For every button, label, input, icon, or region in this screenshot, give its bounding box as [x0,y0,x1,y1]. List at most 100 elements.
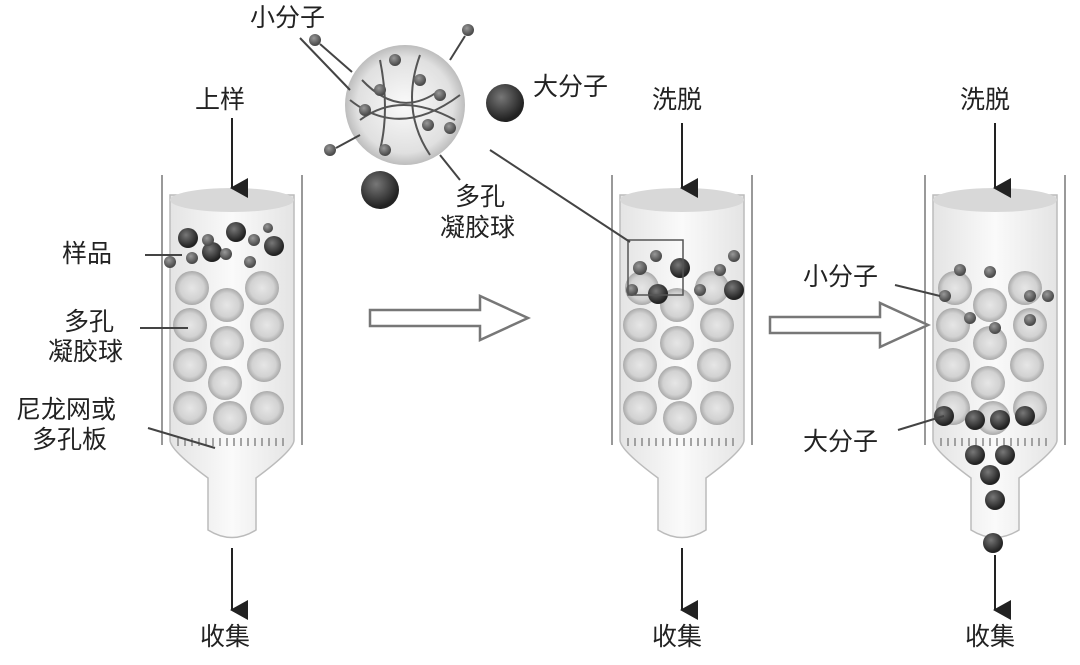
leader-line [147,427,216,449]
gel-bead [623,391,657,425]
gel-bead [971,366,1005,400]
small-molecule [444,122,456,134]
large-molecule [361,171,399,209]
gel-bead [623,348,657,382]
leader-line [894,284,941,297]
gel-bead [700,308,734,342]
small-molecule [1042,290,1054,302]
small-molecule [220,248,232,260]
large-molecule [965,445,985,465]
large-molecule [486,84,524,122]
process-arrow-2 [768,301,932,349]
gel-fiber [411,54,431,156]
small-molecule [694,284,706,296]
leader-line [489,149,631,243]
small-molecule [954,264,966,276]
small-molecule [728,250,740,262]
inset-large-molecule-label: 大分子 [533,72,608,101]
leader-line [319,43,353,73]
gel-bead [210,288,244,322]
gel-bead [697,348,731,382]
col3-large-molecule-label: 大分子 [803,427,878,456]
large-molecule [985,490,1005,510]
large-molecule [980,465,1000,485]
sample-label: 样品 [62,239,112,268]
inset-gel-label-l1: 多孔 [455,182,505,211]
gel-fiber [379,59,386,151]
small-molecule [422,119,434,131]
gel-bead [208,366,242,400]
small-molecule [939,290,951,302]
column-1 [161,175,303,539]
small-molecule [989,322,1001,334]
small-molecule [984,266,996,278]
large-molecule [983,533,1003,553]
small-molecule [389,54,401,66]
liquid-surface [933,188,1057,212]
gel-bead [173,391,207,425]
large-molecule [648,284,668,304]
small-molecule [650,250,662,262]
gel-bead [936,308,970,342]
liquid-surface [170,188,294,212]
small-molecule [414,74,426,86]
leader-line [335,134,361,149]
small-molecule [964,312,976,324]
large-molecule [1015,406,1035,426]
process-arrow-1 [368,294,532,342]
large-molecule [178,228,198,248]
large-molecule [995,445,1015,465]
large-molecule [990,410,1010,430]
column-2 [611,175,753,539]
gel-bead [973,288,1007,322]
leader-line [299,37,351,91]
small-molecule [164,256,176,268]
column-3 [924,175,1066,553]
mesh-label-l2: 多孔板 [32,425,107,454]
gel-bead [1010,348,1044,382]
gel-bead [210,326,244,360]
large-molecule [670,258,690,278]
gel-bead [1008,271,1042,305]
gel-bead [173,348,207,382]
gel-bead-label-l1: 多孔 [64,307,114,336]
gel-bead [245,271,279,305]
leader-line [897,415,945,431]
gel-bead [175,271,209,305]
small-molecule [434,89,446,101]
small-molecule [379,144,391,156]
gel-bead [250,391,284,425]
small-molecule [462,24,474,36]
mesh-label-l1: 尼龙网或 [16,395,116,424]
gel-bead [623,308,657,342]
gel-bead [250,308,284,342]
small-molecule [248,234,260,246]
gel-bead [663,401,697,435]
large-molecule [226,222,246,242]
large-molecule [264,236,284,256]
load-label: 上样 [195,85,245,114]
collect-label-2: 收集 [652,622,702,651]
liquid-surface [620,188,744,212]
large-molecule [724,280,744,300]
zoom-box [627,239,684,296]
elute-label-2: 洗脱 [960,85,1010,114]
gel-bead [936,348,970,382]
large-molecule [965,410,985,430]
small-molecule [186,252,198,264]
gel-bead [658,366,692,400]
gel-bead [695,271,729,305]
gel-bead [213,401,247,435]
gel-bead-inset [309,24,524,209]
small-molecule [263,223,273,233]
gel-bead [247,348,281,382]
gel-bead [660,288,694,322]
small-molecule [1024,314,1036,326]
leader-line [449,35,466,61]
small-molecule [1024,290,1036,302]
gel-bead [660,326,694,360]
gel-bead [973,326,1007,360]
gel-bead [173,308,207,342]
small-molecule [324,144,336,156]
